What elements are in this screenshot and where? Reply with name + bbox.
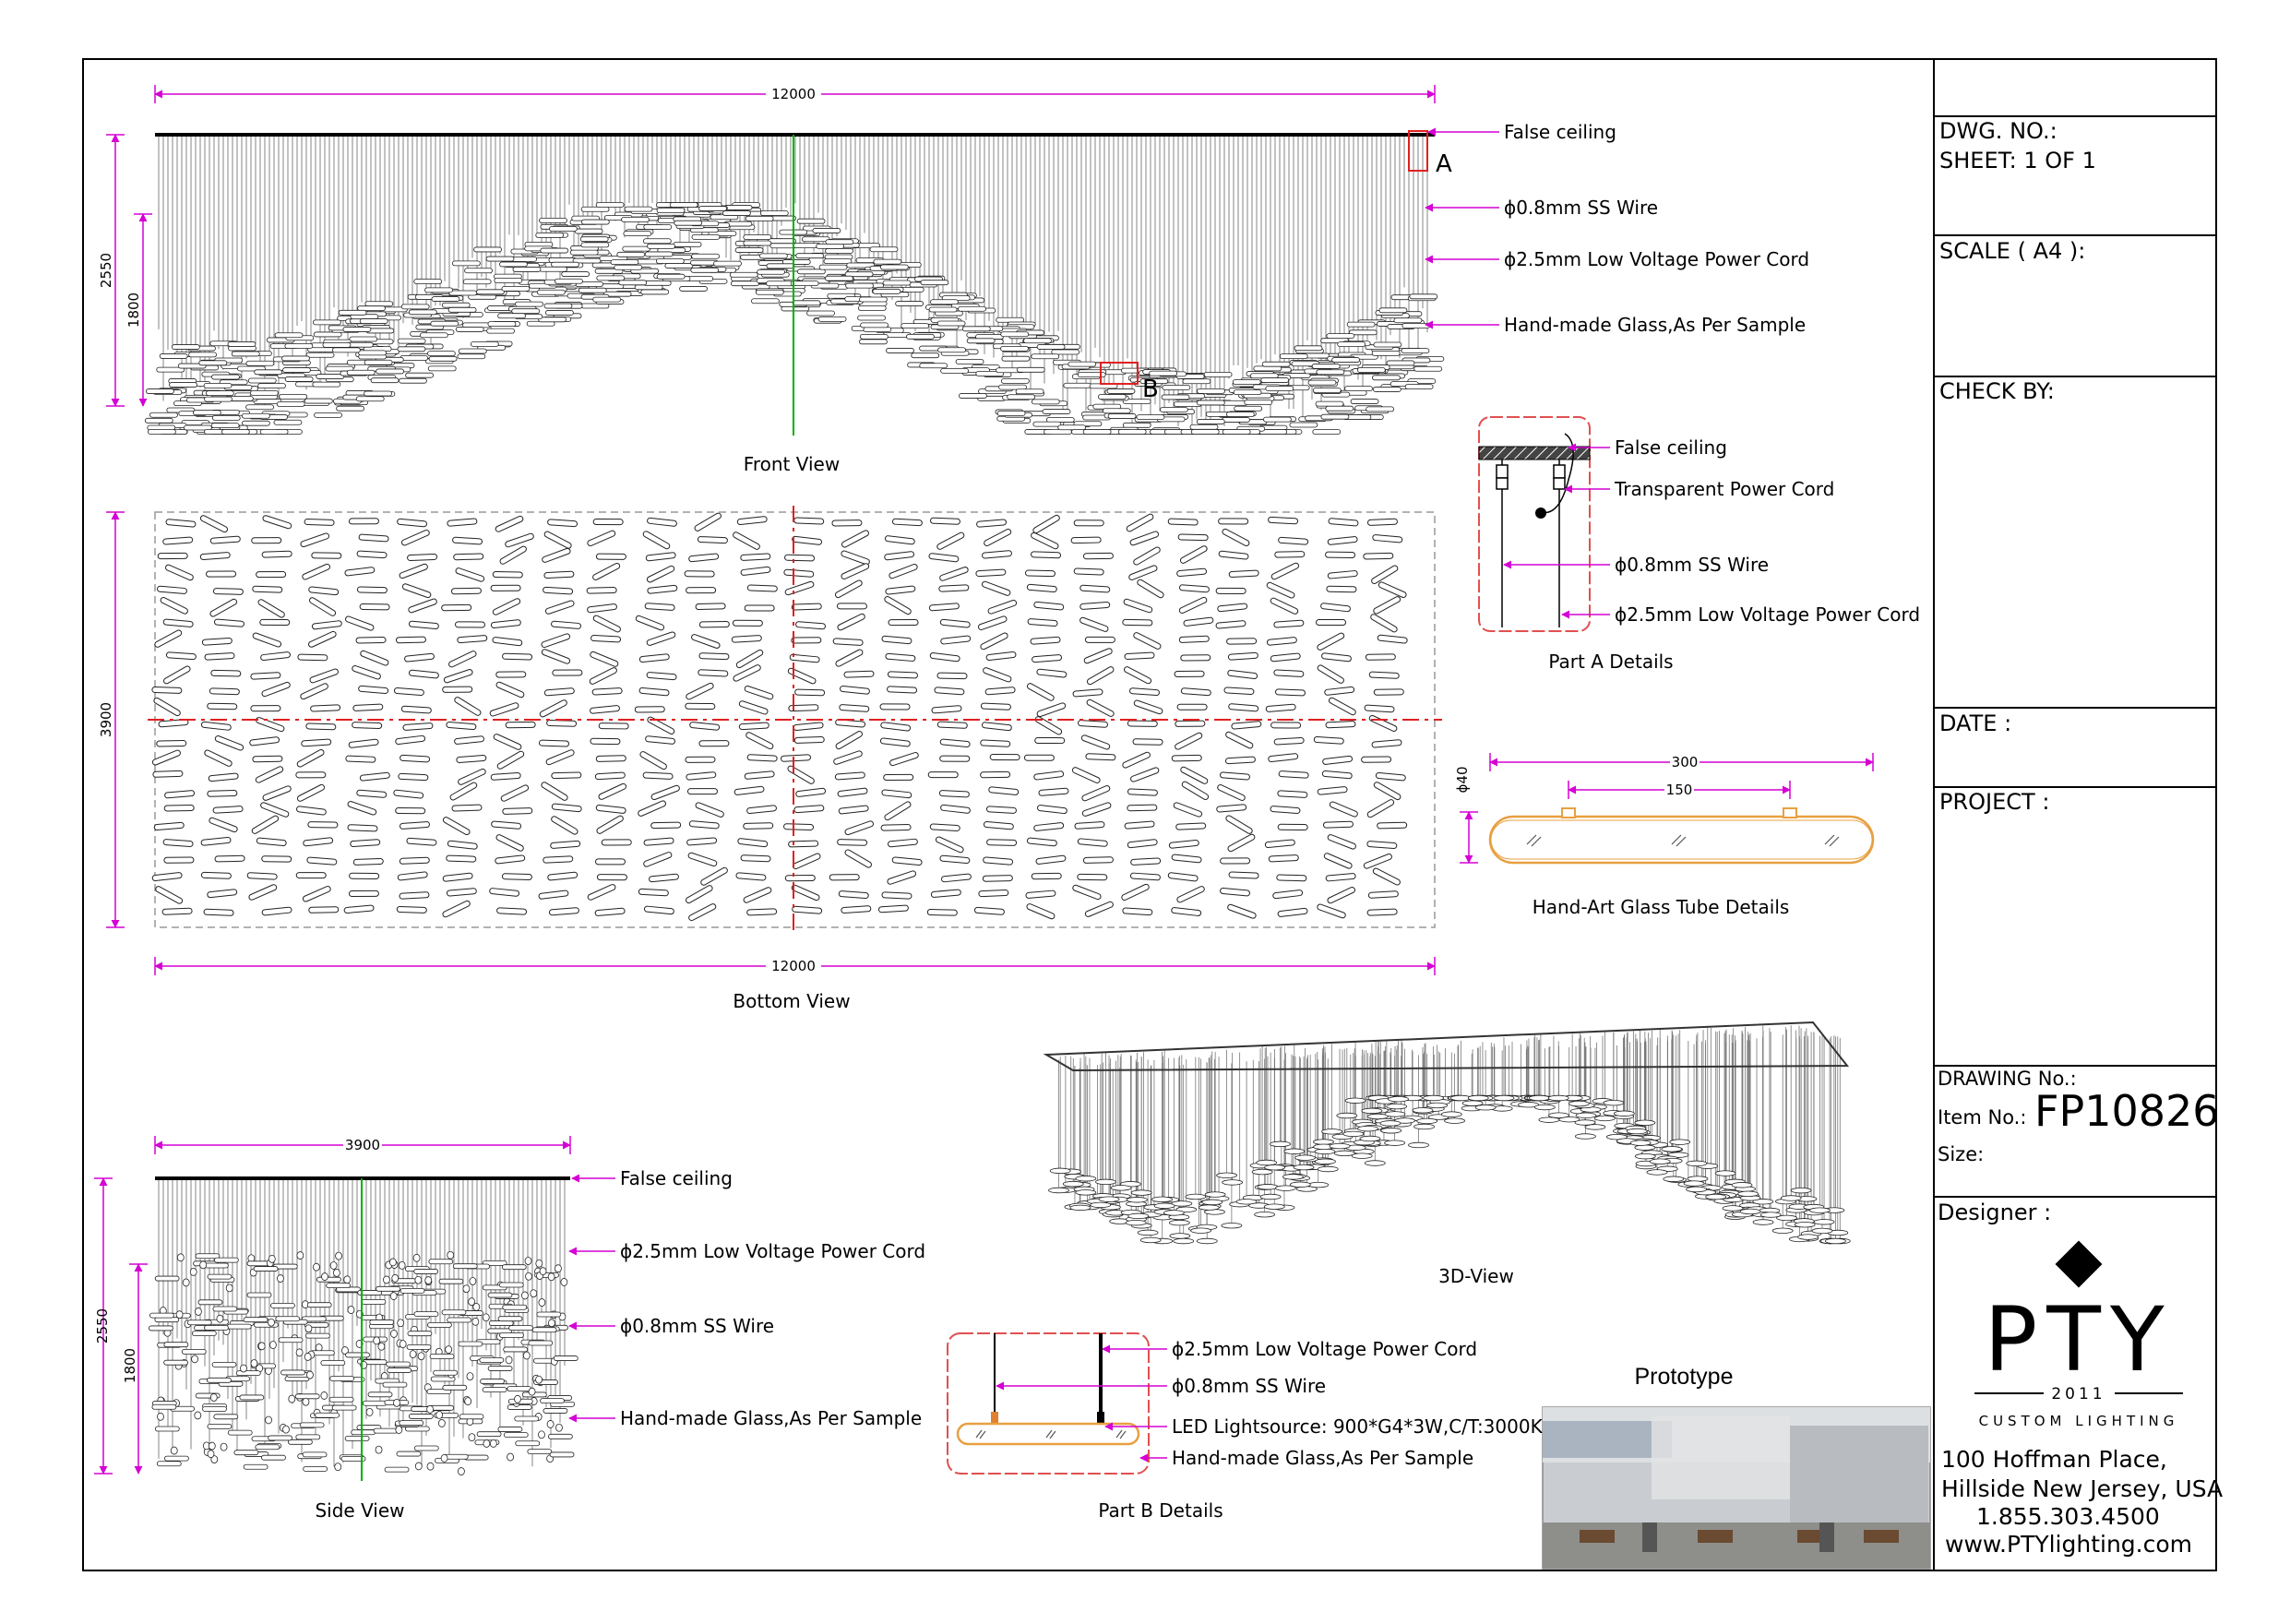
part-b-details: ϕ2.5mm Low Voltage Power Cord ϕ0.8mm SS … [947, 1332, 1544, 1522]
check-by-label: CHECK BY: [1939, 378, 2055, 404]
bottom-width-dim: 12000 [771, 958, 816, 974]
side-callout-power-cord: ϕ2.5mm Low Voltage Power Cord [620, 1240, 925, 1262]
tube-spacing-dim: 150 [1666, 782, 1693, 798]
side-drop-dim: 1800 [122, 1348, 138, 1383]
tube-length-dim: 300 [1672, 754, 1699, 770]
dwg-no-label: DWG. NO.: [1939, 118, 2057, 144]
part-a-callout-power-cord: ϕ2.5mm Low Voltage Power Cord [1615, 603, 1920, 626]
title-block [1934, 115, 2216, 1198]
side-height-dim: 2550 [94, 1308, 111, 1343]
front-width-dim: 12000 [771, 86, 816, 102]
bottom-view: 3900 12000 Bottom View [98, 506, 1442, 1012]
item-no-label: Item No.: [1938, 1106, 2026, 1128]
part-b-label: Part B Details [1098, 1499, 1223, 1522]
side-view: 3900 2550 1800 False ceiling ϕ2.5mm Low … [94, 1136, 925, 1522]
tube-details-label: Hand-Art Glass Tube Details [1533, 896, 1790, 918]
front-callout-false-ceiling: False ceiling [1504, 121, 1616, 143]
size-label: Size: [1938, 1143, 1984, 1165]
phone: 1.855.303.4500 [1976, 1503, 2160, 1530]
front-view-label: Front View [744, 453, 840, 475]
sheet-border [82, 58, 2217, 1571]
prototype: Prototype [1542, 1364, 1931, 1570]
front-height-dim: 2550 [98, 253, 114, 288]
side-callout-glass: Hand-made Glass,As Per Sample [620, 1407, 922, 1429]
front-view-glass [144, 202, 1445, 435]
part-a-ceiling [1478, 446, 1591, 460]
detail-a-marker: A [1436, 150, 1452, 178]
item-number: FP10826 [2034, 1086, 2220, 1136]
view-3d-label: 3D-View [1438, 1265, 1514, 1287]
detail-b-marker: B [1142, 376, 1159, 403]
bottom-view-label: Bottom View [733, 990, 850, 1012]
scale-label: SCALE ( A4 ): [1939, 238, 2085, 264]
logo-year: 2011 [2051, 1385, 2105, 1403]
part-b-callout-led: LED Lightsource: 900*G4*3W,C/T:3000K [1172, 1415, 1544, 1438]
part-a-callout-false-ceiling: False ceiling [1615, 436, 1727, 459]
part-a-callout-transparent-cord: Transparent Power Cord [1614, 478, 1834, 500]
address-line1: 100 Hoffman Place, [1941, 1446, 2167, 1473]
part-a-label: Part A Details [1548, 651, 1673, 673]
drawing-no-label: DRAWING No.: [1938, 1068, 2077, 1090]
part-b-outline [947, 1332, 1150, 1475]
detail-a-marker-box [1408, 130, 1428, 172]
front-drop-dim: 1800 [125, 293, 142, 328]
prototype-label: Prototype [1634, 1364, 1733, 1390]
pty-logo: PTY 2011 CUSTOM LIGHTING [1974, 1240, 2183, 1429]
part-b-callout-glass: Hand-made Glass,As Per Sample [1172, 1447, 1473, 1469]
view-3d-ceiling [1043, 1021, 1850, 1072]
side-view-label: Side View [315, 1499, 404, 1522]
tube-outline [1488, 815, 1875, 865]
view-3d: 3D-View [1043, 1021, 1851, 1287]
detail-b-marker-box [1100, 362, 1139, 385]
project-label: PROJECT : [1939, 789, 2049, 815]
bottom-depth-dim: 3900 [98, 702, 114, 737]
side-callout-false-ceiling: False ceiling [620, 1167, 733, 1189]
part-b-callout-power-cord: ϕ2.5mm Low Voltage Power Cord [1172, 1338, 1477, 1360]
side-width-dim: 3900 [345, 1137, 380, 1153]
view-3d-glass [1048, 1094, 1851, 1245]
date-label: DATE : [1939, 710, 2011, 736]
part-a-details: False ceiling Transparent Power Cord ϕ0.… [1478, 416, 1920, 673]
part-b-callout-ss-wire: ϕ0.8mm SS Wire [1172, 1375, 1326, 1397]
front-view-wires [158, 135, 1428, 426]
tube-diameter-dim: ϕ40 [1454, 767, 1471, 794]
side-view-glass [149, 1250, 578, 1475]
part-a-outline [1478, 416, 1591, 632]
front-callout-ss-wire: ϕ0.8mm SS Wire [1504, 197, 1658, 219]
part-a-callout-ss-wire: ϕ0.8mm SS Wire [1615, 554, 1769, 576]
part-b-glass [956, 1422, 1140, 1446]
sheet-label: SHEET: 1 OF 1 [1939, 148, 2096, 173]
address-line2: Hillside New Jersey, USA [1941, 1475, 2223, 1502]
bottom-view-tubes [151, 512, 1408, 922]
website: www.PTYlighting.com [1945, 1531, 2192, 1558]
title-block-text: DWG. NO.: SHEET: 1 OF 1 SCALE ( A4 ): CH… [1938, 118, 2220, 1225]
designer-label: Designer : [1938, 1200, 2051, 1225]
logo-sub: CUSTOM LIGHTING [1979, 1413, 2179, 1429]
side-callout-ss-wire: ϕ0.8mm SS Wire [620, 1315, 774, 1337]
front-callout-glass: Hand-made Glass,As Per Sample [1504, 314, 1806, 336]
logo-diamond-icon [2055, 1240, 2103, 1288]
logo-text: PTY [1984, 1288, 2173, 1391]
front-callout-power-cord: ϕ2.5mm Low Voltage Power Cord [1504, 248, 1809, 270]
address-block: 100 Hoffman Place, Hillside New Jersey, … [1941, 1446, 2223, 1558]
prototype-chairs [1580, 1530, 1899, 1543]
front-view: A B 12000 2550 1800 False ceiling ϕ0.8mm… [98, 85, 1809, 475]
tube-details: 300 150 ϕ40 Hand-Art Glass Tube Details [1454, 753, 1875, 918]
